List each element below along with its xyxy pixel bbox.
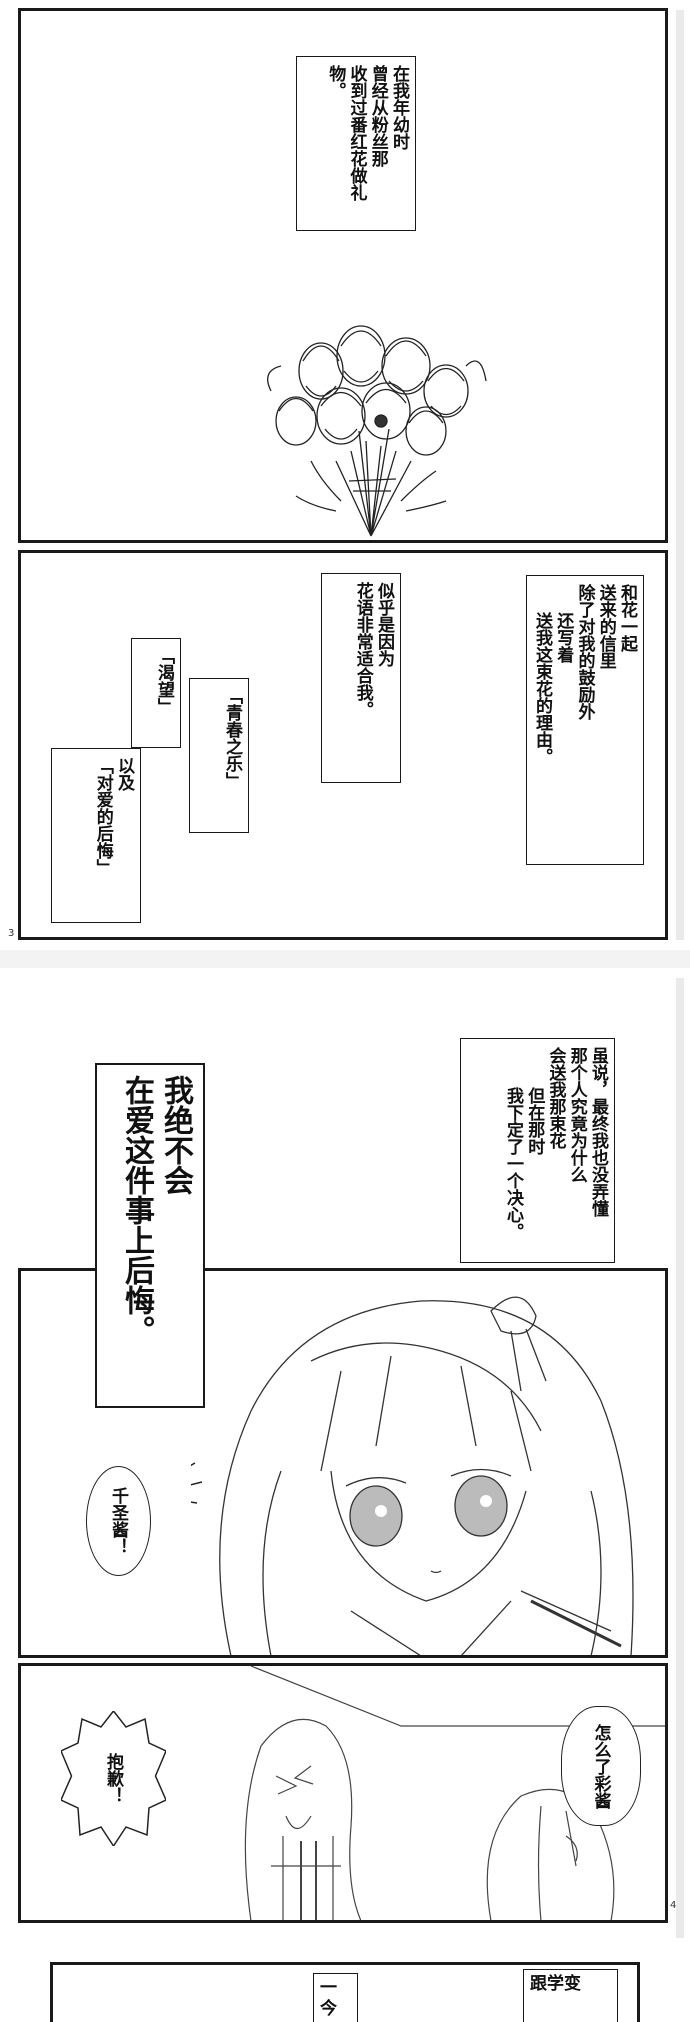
panel-page5-top: 一今 跟学变 xyxy=(50,1962,640,2022)
caption-longing: 「渴望」 xyxy=(131,638,181,748)
caption-letter-reason: 和花一起 送来的信里 除了对我的鼓励外 还写着 送我这束花的理由。 xyxy=(526,575,644,865)
caption-childhood: 在我年幼时 曾经从粉丝那 收到过番红花做礼物。 xyxy=(296,56,416,231)
page-gap xyxy=(0,950,690,968)
manga-page-5-partial: 一今 跟学变 xyxy=(0,1950,690,2022)
crocus-bouquet-illustration xyxy=(267,325,487,537)
panel-crocus-bouquet: 在我年幼时 曾经从粉丝那 收到过番红花做礼物。 xyxy=(18,8,668,543)
page-edge-shadow xyxy=(676,978,684,1938)
page-number-3: 3 xyxy=(8,928,15,939)
sorry-bubble-outline xyxy=(61,1711,166,1846)
caption-fragment-left: 一今 xyxy=(313,1973,358,2022)
page-edge-shadow xyxy=(676,10,684,940)
speech-bubble-chisato: 千圣酱！ xyxy=(86,1466,151,1576)
caption-joy-of-youth: 「青春之乐」 xyxy=(189,678,249,833)
girl-closeup-illustration xyxy=(191,1296,634,1655)
caption-flower-language: 似乎是因为 花语非常适合我。 xyxy=(321,573,401,783)
caption-resolution: 虽说，最终我也没弄懂 那个人究竟为什么 会送我那束花 但在那时 我下定了一个决心… xyxy=(460,1038,615,1263)
manga-page-3: 在我年幼时 曾经从粉丝那 收到过番红花做礼物。 xyxy=(0,0,690,950)
caption-never-regret: 我绝不会 在爱这件事上后悔。 xyxy=(95,1063,205,1408)
caption-fragment-right: 跟学变 xyxy=(523,1969,618,2022)
speech-bubble-whatsup: 怎么了 彩酱 xyxy=(561,1706,641,1826)
caption-regret-of-love: 以及 「对爱的后悔」 xyxy=(51,748,141,923)
page-number-4: 4 xyxy=(670,1900,677,1911)
panel-letter-captions: 和花一起 送来的信里 除了对我的鼓励外 还写着 送我这束花的理由。 似乎是因为 … xyxy=(18,550,668,940)
manga-page-4: 虽说，最终我也没弄懂 那个人究竟为什么 会送我那束花 但在那时 我下定了一个决心… xyxy=(0,968,690,1950)
panel-apology-scene: 抱歉！ 怎么了 彩酱 xyxy=(18,1663,668,1923)
